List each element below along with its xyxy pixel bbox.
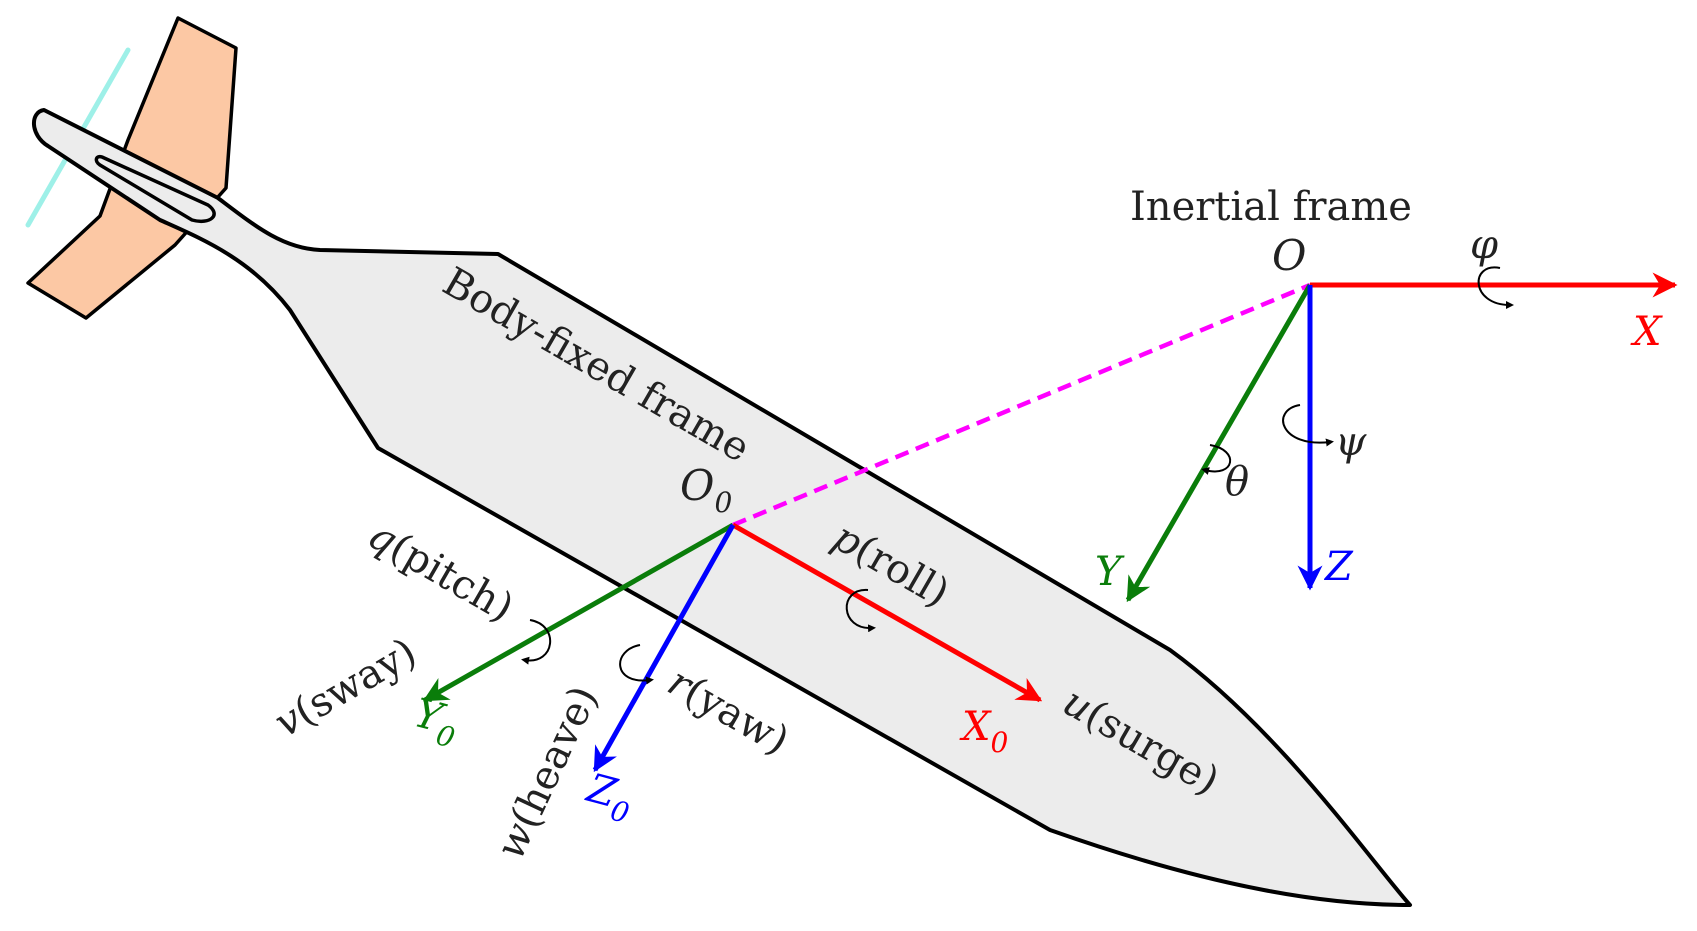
pitch-rotation-arrow-icon [521,619,552,665]
tail-slot [94,154,216,223]
inertial-z-label: Z [1323,544,1354,590]
body-z-label: Z0 [578,765,638,830]
inertial-frame-label: Inertial frame [1130,184,1412,230]
inertial-y-axis [1125,283,1313,603]
yaw-rotation-arrow-icon [619,644,654,685]
body-x-axis [731,522,1043,703]
psi-label: ψ [1335,419,1367,465]
inertial-origin-label: O [1272,231,1306,280]
vehicle-hull [32,108,1412,907]
heave-label: w(heave) [487,679,607,866]
pitch-label: q(pitch) [360,512,521,632]
psi-rotation-arrow-icon [1282,404,1334,447]
origin-link-line [732,282,1311,528]
theta-rotation-arrow-icon [1201,444,1231,475]
body-z-axis [592,523,736,773]
body-y-axis [422,522,735,703]
phi-label: φ [1470,222,1498,268]
sway-label: v(sway) [267,629,424,746]
inertial-y-label: Y [1095,549,1125,595]
body-y-label: Y0 [407,690,464,755]
body-x-label: X0 [959,704,1008,759]
inertial-x-label: X [1630,309,1663,355]
phi-rotation-arrow-icon [1477,266,1514,309]
inertial-frame: Inertial frame O X Y Z φ θ ψ [1095,184,1678,603]
body-origin-label: O0 [680,461,732,519]
roll-rotation-arrow-icon [845,588,876,633]
vehicle [25,16,1412,907]
